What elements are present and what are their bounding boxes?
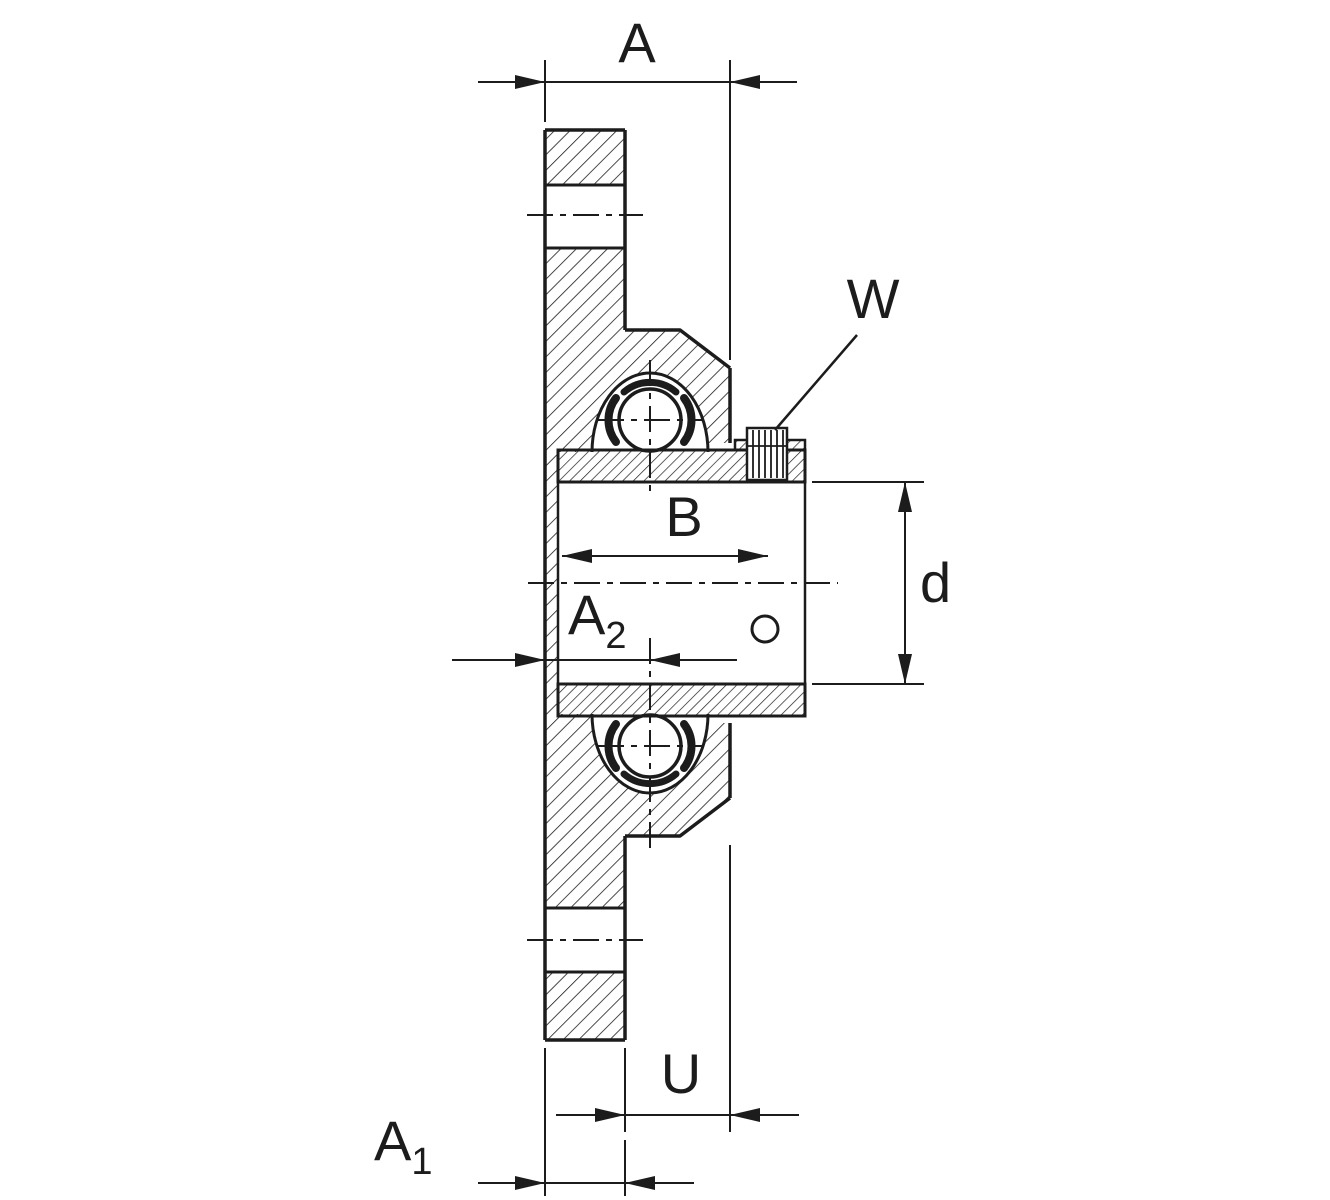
bearing-bottom (556, 682, 807, 795)
dimension-a2-sub: 2 (605, 615, 626, 657)
dim-u-arrow-right (730, 1108, 760, 1122)
w-leader-line (774, 334, 858, 431)
dimension-a1-label: A1 (374, 1109, 433, 1183)
dimension-d: d (812, 481, 951, 685)
dim-b-arrow-left (562, 549, 592, 563)
dim-a1-arrow-left (515, 1176, 545, 1190)
dimension-a-label: A (618, 11, 656, 74)
dimension-a1-main: A (374, 1109, 412, 1172)
dimension-d-label: d (920, 551, 951, 614)
dimension-a: A (478, 11, 797, 360)
bolt-hole-bottom (545, 906, 625, 974)
bolt-hole-top (545, 183, 625, 250)
dimension-a2: A2 (452, 583, 737, 667)
dim-b-arrow-right (738, 549, 768, 563)
dim-a-extensions (544, 60, 731, 360)
housing-outline (543, 128, 732, 1042)
dimension-a1-sub: 1 (411, 1141, 432, 1183)
lube-hole (750, 614, 780, 644)
dimension-b: B (562, 485, 768, 563)
housing-hatch-region (545, 130, 730, 1040)
dim-a2-arrow-right (650, 653, 680, 667)
dimension-a1: A1 (374, 1048, 694, 1196)
dim-u-extensions (624, 845, 731, 1132)
dimension-u: U (556, 845, 799, 1132)
grub-screw (745, 426, 789, 482)
housing-section (543, 128, 732, 1042)
inner-ring-bottom (556, 682, 807, 718)
dimension-a2-main: A (568, 583, 606, 646)
dim-d-arrow-bottom (898, 654, 912, 684)
dim-d-arrow-top (898, 482, 912, 512)
dim-a-arrow-right (730, 75, 760, 89)
dim-a1-arrow-right (625, 1176, 655, 1190)
grub-screw-knurl (747, 430, 787, 478)
dimensions: A W B d A2 (374, 11, 951, 1196)
dimension-w: W (774, 267, 900, 431)
dimension-w-label: W (847, 267, 900, 330)
dim-a1-extensions (544, 1048, 626, 1196)
centerlines (527, 214, 838, 941)
dim-u-arrow-left (595, 1108, 625, 1122)
dimension-u-label: U (661, 1042, 701, 1105)
dimension-b-label: B (665, 485, 702, 548)
dimension-a2-label: A2 (568, 583, 627, 657)
dim-a2-arrow-left (515, 653, 545, 667)
dim-a-arrow-left (515, 75, 545, 89)
